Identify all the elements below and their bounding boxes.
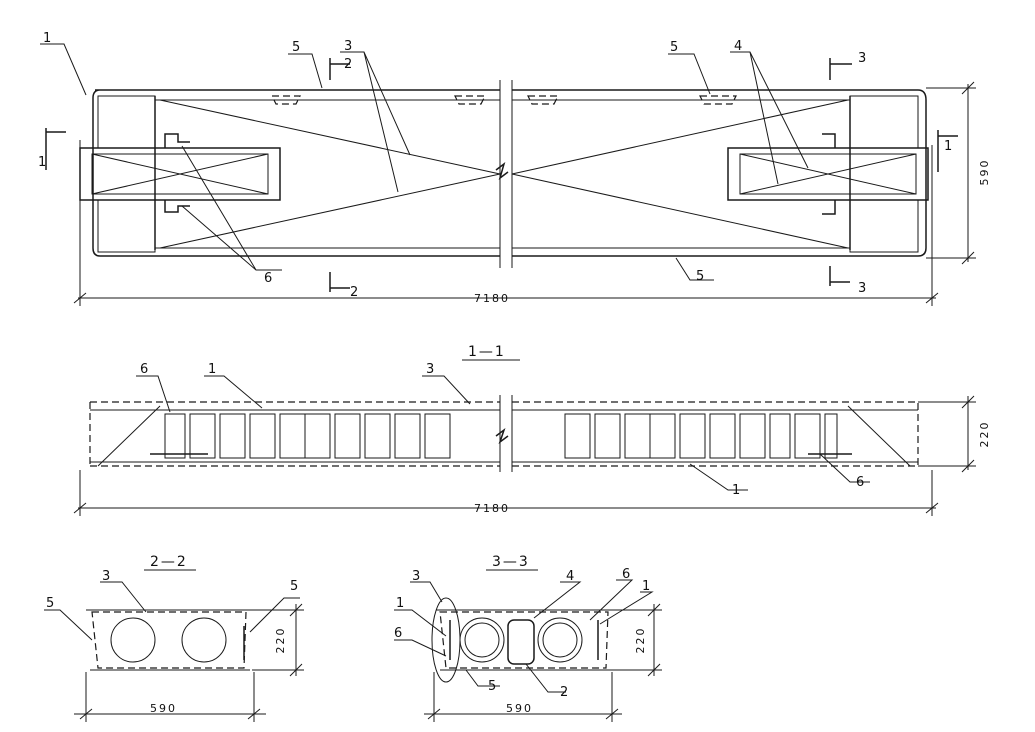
s22-label-5b: 5 (290, 579, 298, 594)
section-3-3-width-dim: 590 (506, 702, 533, 715)
stirrups-right (564, 413, 838, 459)
section-1-1-length-dim: 7180 (474, 502, 510, 515)
plan-label-4: 4 (734, 39, 742, 54)
s33-label-6b: 6 (394, 626, 402, 641)
plan-label-1: 1 (43, 31, 51, 46)
plan-label-3b: 3 (858, 51, 866, 66)
s33-label-4: 4 (566, 569, 574, 584)
s22-label-3: 3 (102, 569, 110, 584)
right-opening (727, 147, 929, 201)
plan-label-1c: 1 (944, 139, 952, 154)
section-1-1: 1—1 (73, 344, 991, 516)
section-3-3-title: 3—3 (492, 554, 530, 570)
s11-label-1: 1 (208, 362, 216, 377)
plan-length-dim: 7180 (474, 292, 510, 305)
plan-width-dim: 590 (978, 159, 991, 186)
plan-label-5b: 5 (670, 40, 678, 55)
plan-label-3c: 3 (858, 281, 866, 296)
section-2-2-height-dim: 220 (274, 627, 287, 654)
plan-label-2b: 2 (350, 285, 358, 300)
section-3-3: 3—3 590 220 3 4 6 1 (394, 554, 662, 722)
section-2-2-title: 2—2 (150, 554, 188, 570)
stirrups-left (164, 413, 451, 459)
plan-label-2: 2 (344, 57, 352, 72)
s33-label-2: 2 (560, 685, 568, 700)
plan-label-1b: 1 (38, 155, 46, 170)
s22-label-5: 5 (46, 596, 54, 611)
plan-view: 7180 590 1 5 3 2 5 4 3 6 2 5 3 1 1 (38, 31, 991, 306)
s11-label-3: 3 (426, 362, 434, 377)
s33-label-5: 5 (488, 679, 496, 694)
s11-label-1b: 1 (732, 483, 740, 498)
section-1-1-title: 1—1 (468, 344, 506, 360)
s33-label-6: 6 (622, 567, 630, 582)
plan-outline (92, 89, 927, 257)
plan-label-3: 3 (344, 39, 352, 54)
section-1-1-height-dim: 220 (978, 421, 991, 448)
s33-label-1b: 1 (396, 596, 404, 611)
s33-label-3: 3 (412, 569, 420, 584)
s11-label-6b: 6 (856, 475, 864, 490)
s33-label-1: 1 (642, 579, 650, 594)
section-2-2-width-dim: 590 (150, 702, 177, 715)
plan-label-5c: 5 (696, 269, 704, 284)
section-2-2: 2—2 590 220 3 5 5 (44, 554, 304, 722)
s11-label-6: 6 (140, 362, 148, 377)
plan-label-5a: 5 (292, 40, 300, 55)
section-3-3-height-dim: 220 (634, 627, 647, 654)
plan-label-6: 6 (264, 271, 272, 286)
